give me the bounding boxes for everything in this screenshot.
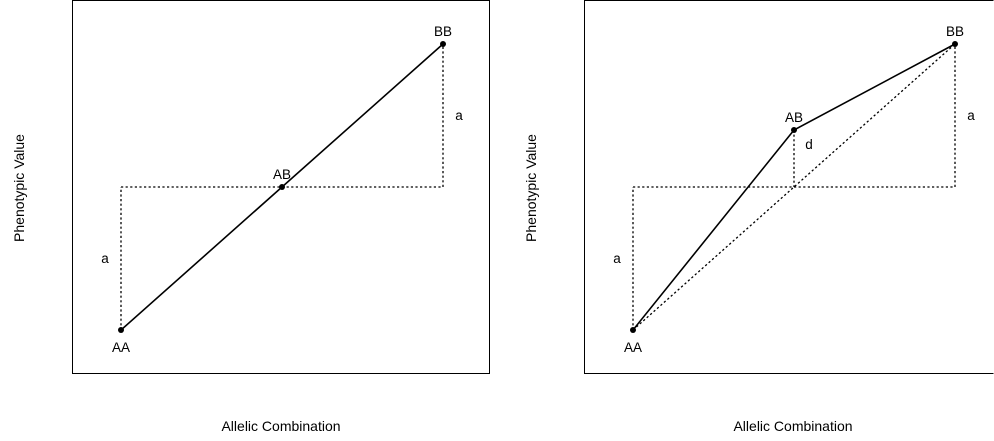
right-point-ab	[791, 127, 797, 133]
left-label-aa: AA	[112, 340, 130, 355]
right-dim-a-lower: a	[613, 251, 621, 266]
right-x-axis-label: Allelic Combination	[733, 418, 852, 434]
left-point-ab	[279, 184, 285, 190]
left-x-axis-label: Allelic Combination	[221, 418, 340, 434]
right-label-ab: AB	[785, 110, 803, 125]
right-plot-frame	[584, 0, 994, 374]
right-point-aa	[630, 327, 636, 333]
right-y-axis-label: Phenotypic Value	[523, 134, 539, 242]
left-dim-a-upper: a	[455, 108, 463, 123]
left-label-ab: AB	[273, 167, 291, 182]
left-dim-a-lower: a	[101, 251, 109, 266]
left-plot-frame	[72, 0, 490, 374]
right-dim-a-upper: a	[967, 108, 975, 123]
left-point-bb	[440, 41, 446, 47]
left-panel: Phenotypic Value Allelic Combination AA …	[11, 0, 490, 434]
right-dim-d: d	[805, 137, 813, 152]
right-label-aa: AA	[624, 340, 642, 355]
right-panel: Phenotypic Value Allelic Combination AA …	[523, 0, 994, 434]
left-label-bb: BB	[434, 24, 452, 39]
right-point-bb	[952, 41, 958, 47]
left-point-aa	[118, 327, 124, 333]
left-y-axis-label: Phenotypic Value	[11, 134, 27, 242]
right-additive-diagonal	[632, 43, 956, 331]
right-label-bb: BB	[946, 24, 964, 39]
